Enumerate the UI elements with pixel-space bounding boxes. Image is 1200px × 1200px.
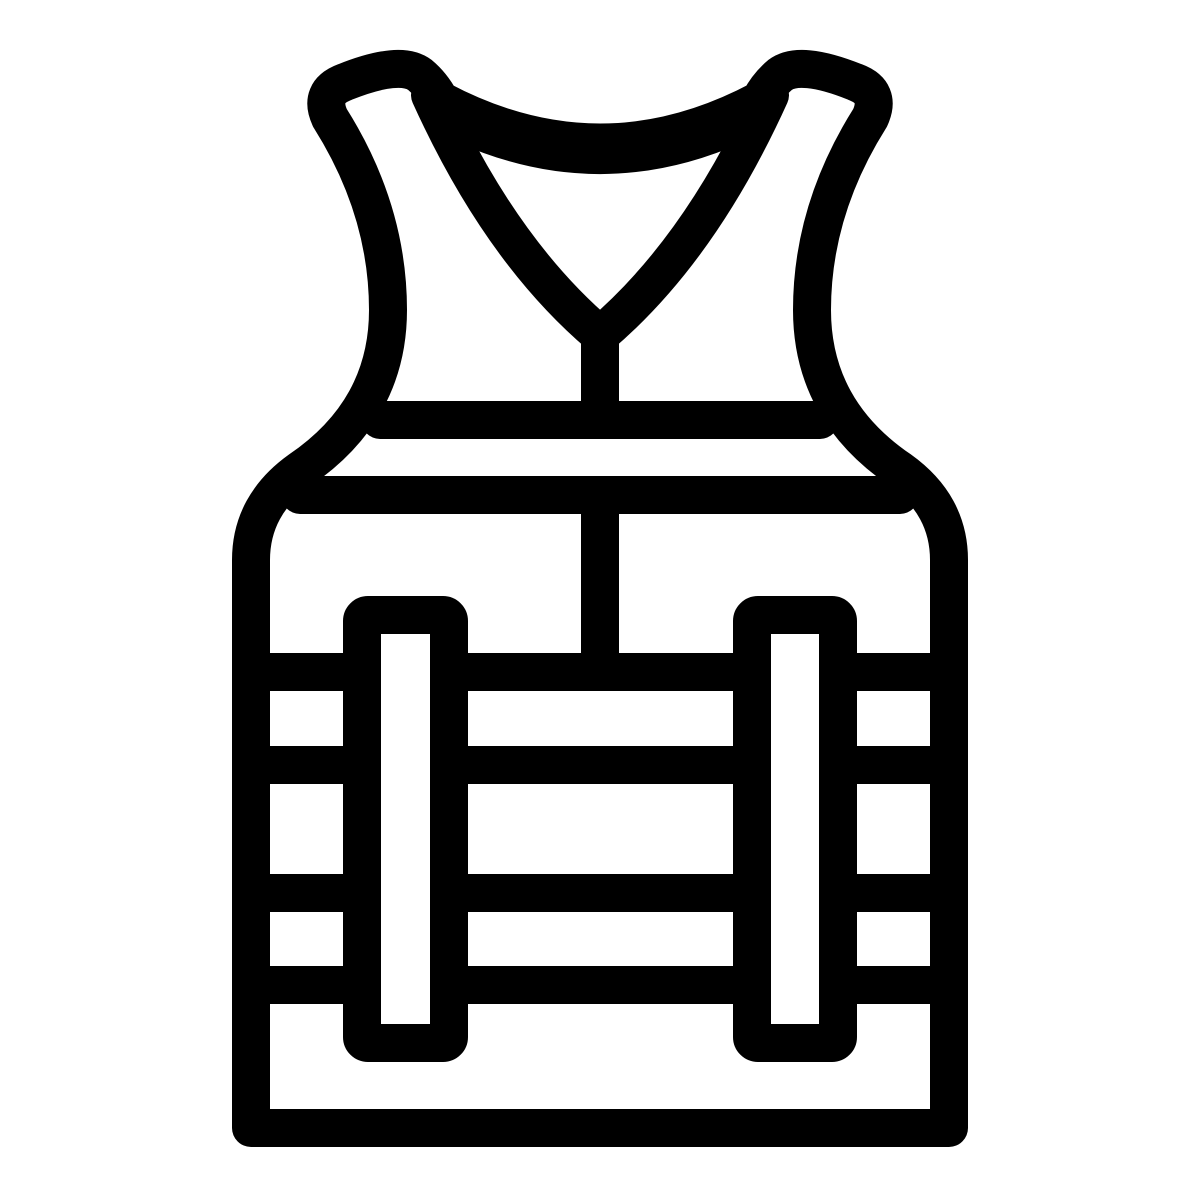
- right-buckle: [733, 596, 857, 1062]
- left-buckle: [343, 596, 468, 1062]
- neckline: [446, 106, 754, 174]
